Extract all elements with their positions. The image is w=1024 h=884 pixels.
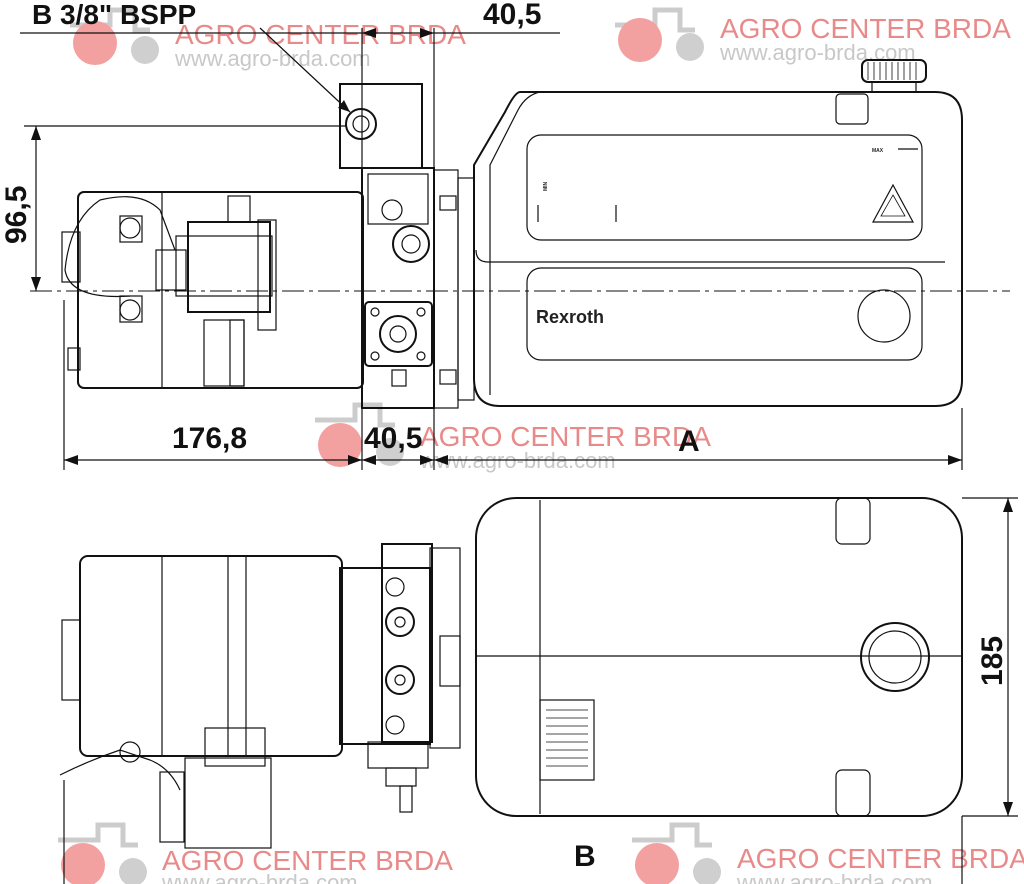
watermark-top-left: AGRO CENTER BRDA www.agro-brda.com [70,7,466,71]
cable-top-icon [59,749,181,791]
watermark-bottom-right: AGRO CENTER BRDA www.agro-brda.com [632,822,1024,884]
tractor-logo-icon [58,822,147,884]
dim-height: 96,5 [0,125,346,291]
warning-triangle-icon [871,183,915,223]
dim-tank-depth: 185 [962,497,1018,817]
dim-top-width-label: 40,5 [483,0,541,31]
tractor-logo-icon [615,7,704,62]
watermark-top-right: AGRO CENTER BRDA www.agro-brda.com [615,7,1011,65]
brand-logo-label: Rexroth [536,307,604,327]
dim-block-width-label: 40,5 [364,422,422,455]
tractor-logo-icon [632,822,721,884]
motor-side [61,191,364,389]
tank-side: Rexroth MAX MIN [473,59,963,407]
motor-top [59,555,343,849]
nameplate-icon [539,699,595,781]
min-mark-label: MIN [543,181,549,191]
tractor-logo-icon [70,7,159,65]
max-mark-label: MAX [872,148,884,154]
sight-glass-icon [857,289,911,343]
watermark-url: www.agro-brda.com [719,40,916,65]
watermark-bottom-left: AGRO CENTER BRDA www.agro-brda.com [58,822,453,884]
view-a-side: Rexroth MAX MIN [0,0,1010,470]
view-a-label: A [678,425,700,458]
dim-bottom-a: 176,8 40,5 A [63,300,963,470]
watermark-name: AGRO CENTER BRDA [175,19,466,50]
dim-top-width: 40,5 [20,0,560,168]
watermark-name: AGRO CENTER BRDA [737,843,1024,874]
port-label-group: B 3/8" BSPP [32,0,351,113]
view-b-label: B [574,840,596,873]
valve-block-top [339,543,461,813]
tank-top [475,497,963,817]
dim-motor-length-label: 176,8 [172,422,247,455]
pressure-port-icon [392,225,430,263]
watermark-url: www.agro-brda.com [736,870,933,884]
watermark-name: AGRO CENTER BRDA [720,13,1011,44]
watermark-name: AGRO CENTER BRDA [420,421,711,452]
dim-height-label: 96,5 [0,186,33,244]
filler-cap-top-icon [860,622,930,692]
valve-block-side [339,83,475,409]
return-port-icon [379,315,417,353]
watermark-url: www.agro-brda.com [174,46,371,71]
port-label: B 3/8" BSPP [32,0,196,30]
dim-tank-depth-label: 185 [976,636,1009,686]
filler-cap-icon [861,59,927,93]
tractor-logo-icon [315,402,404,467]
watermark-name: AGRO CENTER BRDA [162,845,453,876]
cable-icon [64,199,131,298]
watermark-url: www.agro-brda.com [161,870,358,884]
port-b-fitting-icon [345,108,377,140]
view-b-top: 185 B [59,497,1018,884]
